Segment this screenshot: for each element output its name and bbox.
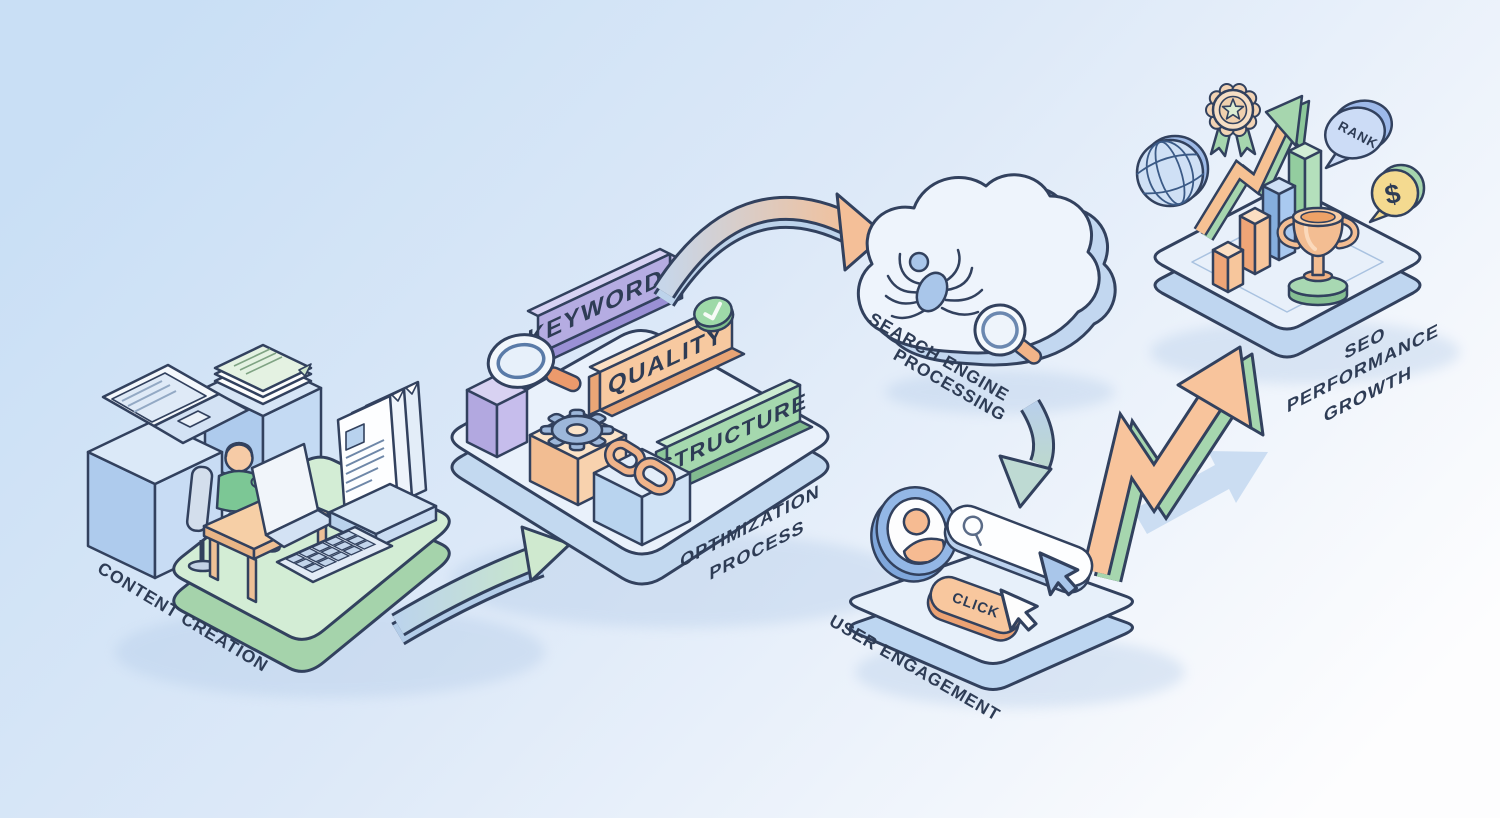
trophy-icon: [1276, 206, 1360, 307]
arrow-cloud-to-user: [998, 399, 1056, 509]
arrow-optimization-to-cloud: [653, 192, 887, 307]
laptop-icon: [101, 363, 250, 445]
avatar: [870, 486, 959, 583]
bar-orange-mid: [1238, 206, 1272, 276]
medal-icon: [1205, 83, 1261, 158]
search-icon: [962, 515, 984, 547]
stage-search-engine: SEARCH ENGINE PROCESSING: [856, 173, 1117, 425]
paper-stack-icon: [213, 343, 313, 406]
rank-bubble: RANK: [1324, 99, 1393, 170]
gear-icon: [541, 410, 613, 450]
desk-laptop-icon: [250, 442, 338, 549]
chain-link-icon: [603, 438, 677, 496]
keyboard-icon: [277, 527, 394, 584]
magnifier-icon: [486, 333, 582, 393]
documents-tray: [328, 380, 438, 550]
stage-optimization: KEYWORDS QUALITY: [450, 247, 830, 586]
dollar-coin-icon: $: [1368, 163, 1426, 224]
arrow-user-to-seo: [1081, 345, 1265, 583]
growth-line-arrow: [1193, 94, 1311, 241]
link-cube: [592, 438, 692, 547]
check-icon: [693, 296, 735, 333]
quality-bar: QUALITY: [587, 296, 746, 418]
stage-user-engagement: CLICK USER ENGAGEMENT: [826, 486, 1134, 725]
spider-crawler-icon: [884, 248, 984, 320]
arrow-content-to-optimization: [391, 525, 572, 646]
click-button: CLICK: [926, 575, 1023, 642]
bar-orange-small: [1211, 240, 1245, 294]
dollar-label: $: [1382, 178, 1404, 211]
search-cursor-icon: [1038, 551, 1080, 597]
cloud-magnifier-icon: [973, 303, 1043, 365]
optimization-platform-top: [450, 329, 830, 556]
globe-icon: [1135, 134, 1210, 208]
person-hair: [224, 441, 254, 458]
click-cursor-icon: [999, 588, 1039, 632]
